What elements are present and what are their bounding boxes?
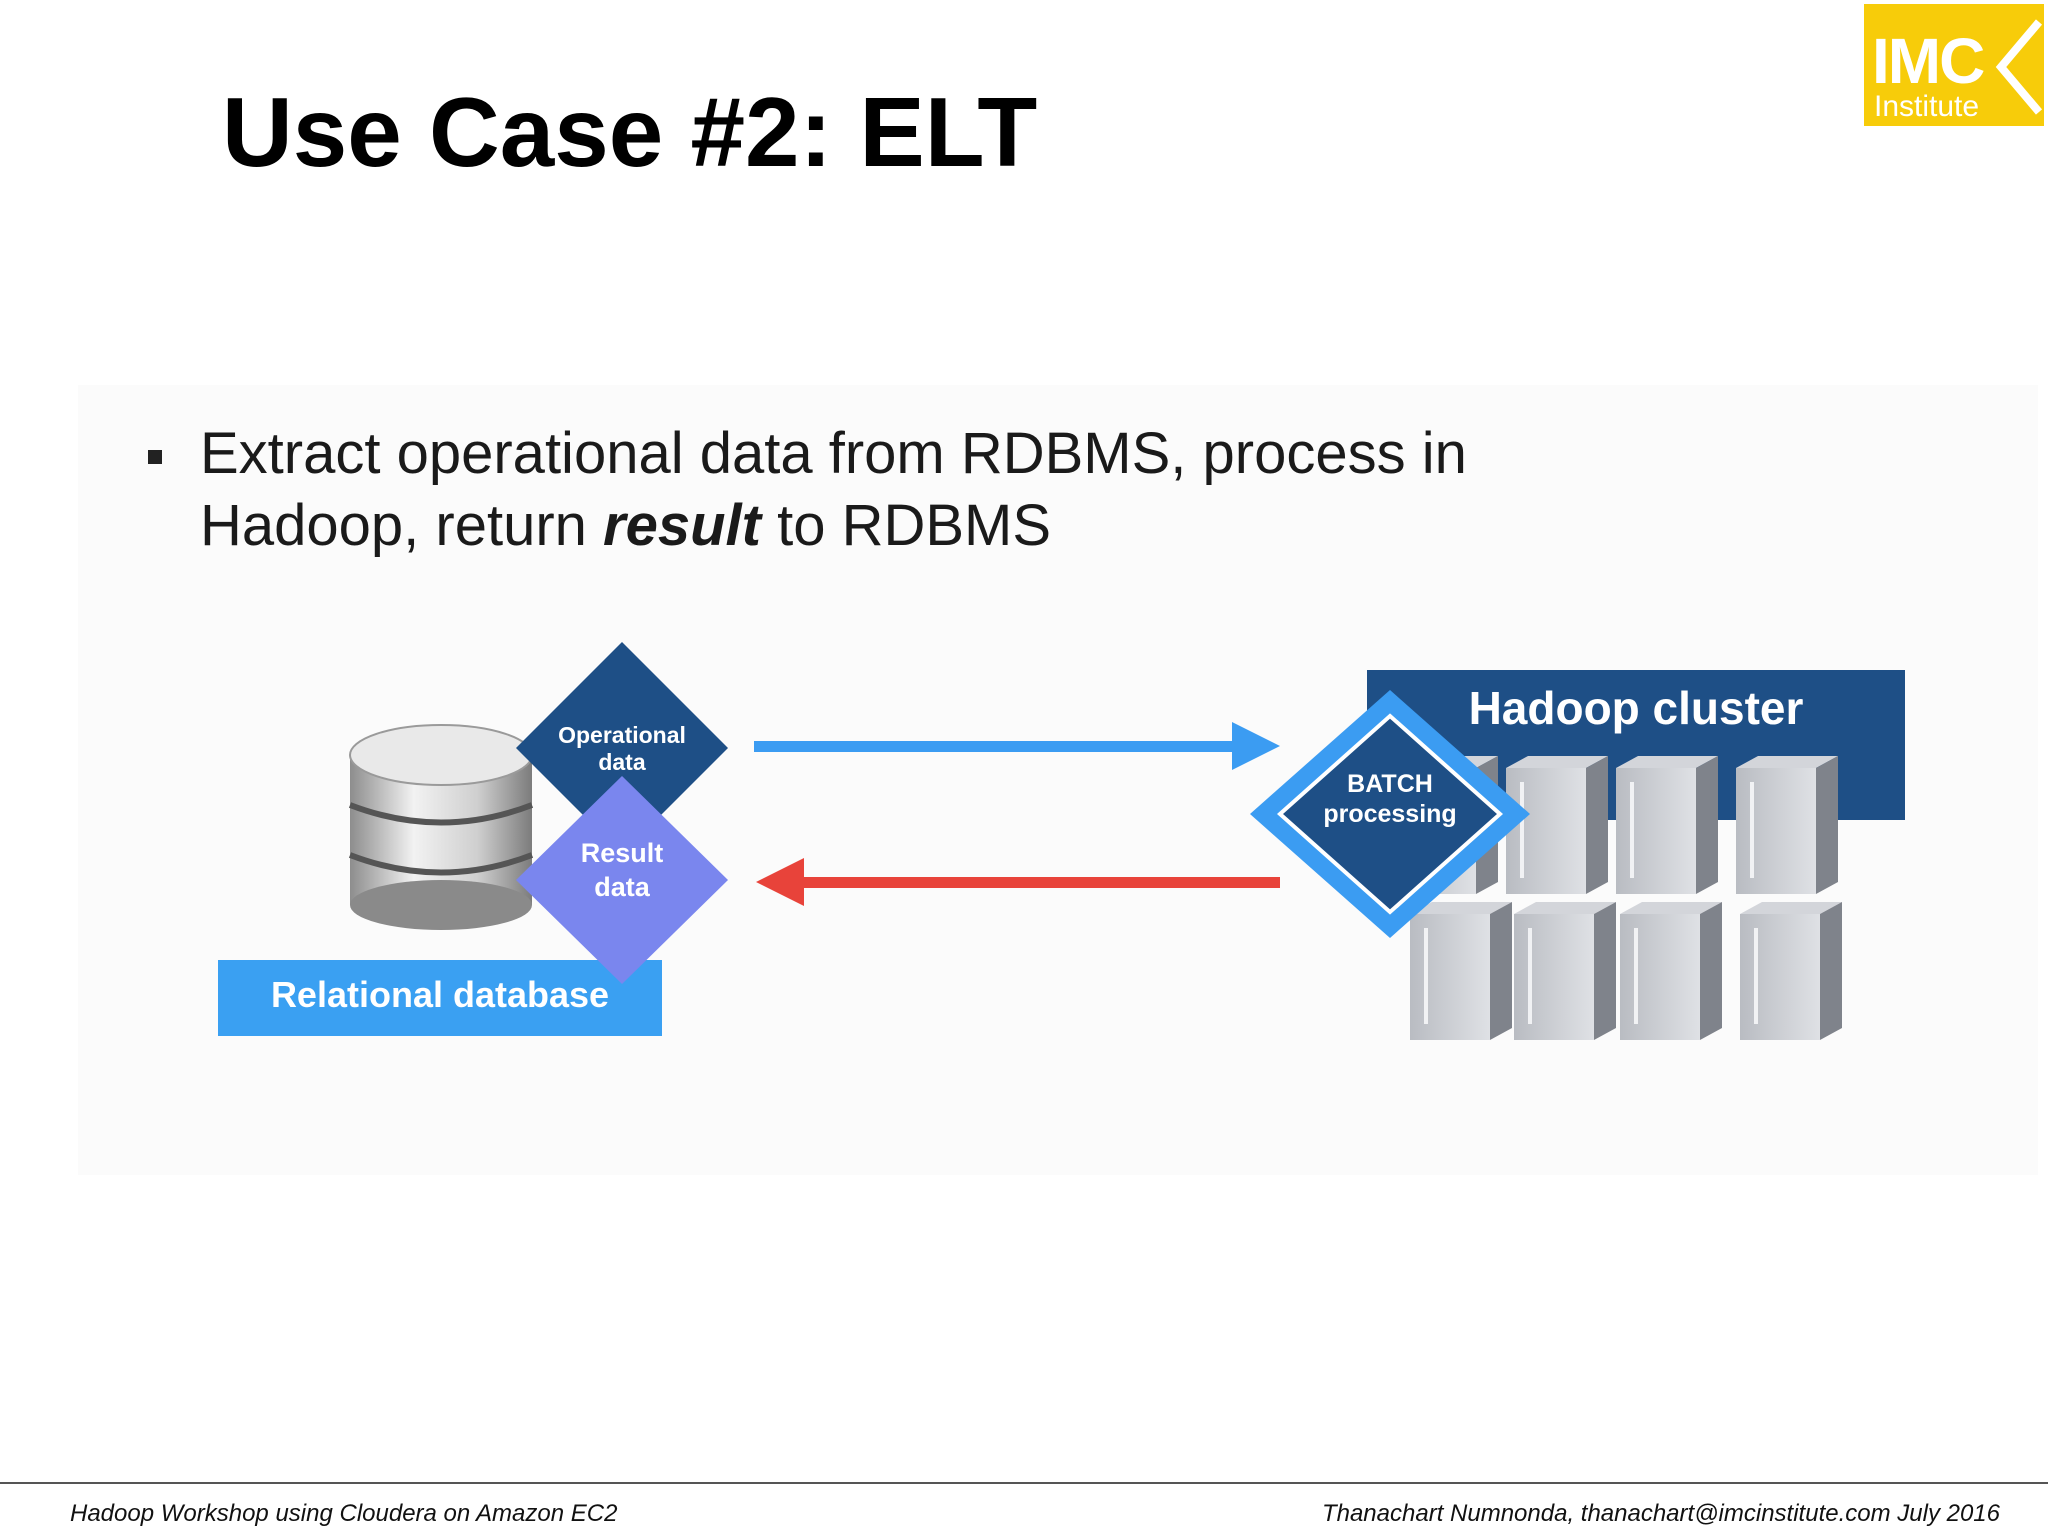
server-icon <box>1410 902 1512 1040</box>
server-icon <box>1616 756 1718 894</box>
server-icon <box>1736 756 1838 894</box>
batch-processing-label-line1: BATCH <box>1347 770 1433 798</box>
server-icon <box>1740 902 1842 1040</box>
result-data-label-line2: data <box>594 872 651 902</box>
footer-author-info: Thanachart Numnonda, thanachart@imcinsti… <box>1321 1500 2000 1527</box>
bullet-text-emphasis: result <box>603 493 761 558</box>
footer-course-title: Hadoop Workshop using Cloudera on Amazon… <box>70 1500 618 1527</box>
bullet-marker <box>148 450 162 464</box>
imc-institute-logo: IMC Institute <box>1864 4 2044 126</box>
database-icon <box>348 724 534 930</box>
arrow-to-database <box>756 858 1280 906</box>
operational-data-label-line1: Operational <box>558 722 686 748</box>
operational-data-label-line2: data <box>598 749 646 775</box>
batch-processing-diamond <box>1276 713 1504 915</box>
result-data-diamond <box>516 776 728 984</box>
hadoop-cluster-label: Hadoop cluster <box>1469 682 1804 734</box>
server-icon <box>1620 902 1722 1040</box>
footer-divider <box>0 1482 2048 1484</box>
batch-processing-label-line2: processing <box>1323 800 1456 828</box>
relational-database-box <box>218 960 662 1036</box>
operational-data-diamond <box>516 642 728 854</box>
bullet-text-before: Extract operational data from RDBMS, pro… <box>200 421 1467 558</box>
server-icon <box>1506 756 1608 894</box>
logo-sub-text: Institute <box>1874 90 1980 123</box>
logo-main-text: IMC <box>1872 25 1985 97</box>
arrow-to-hadoop <box>754 722 1280 770</box>
relational-database-label: Relational database <box>271 974 609 1015</box>
bullet-text: Extract operational data from RDBMS, pro… <box>200 418 1700 562</box>
server-icon <box>1514 902 1616 1040</box>
slide-title: Use Case #2: ELT <box>222 77 1038 187</box>
result-data-label-line1: Result <box>581 838 664 868</box>
bullet-text-after: to RDBMS <box>760 493 1052 558</box>
logo-chevron-icon <box>1995 19 2043 115</box>
